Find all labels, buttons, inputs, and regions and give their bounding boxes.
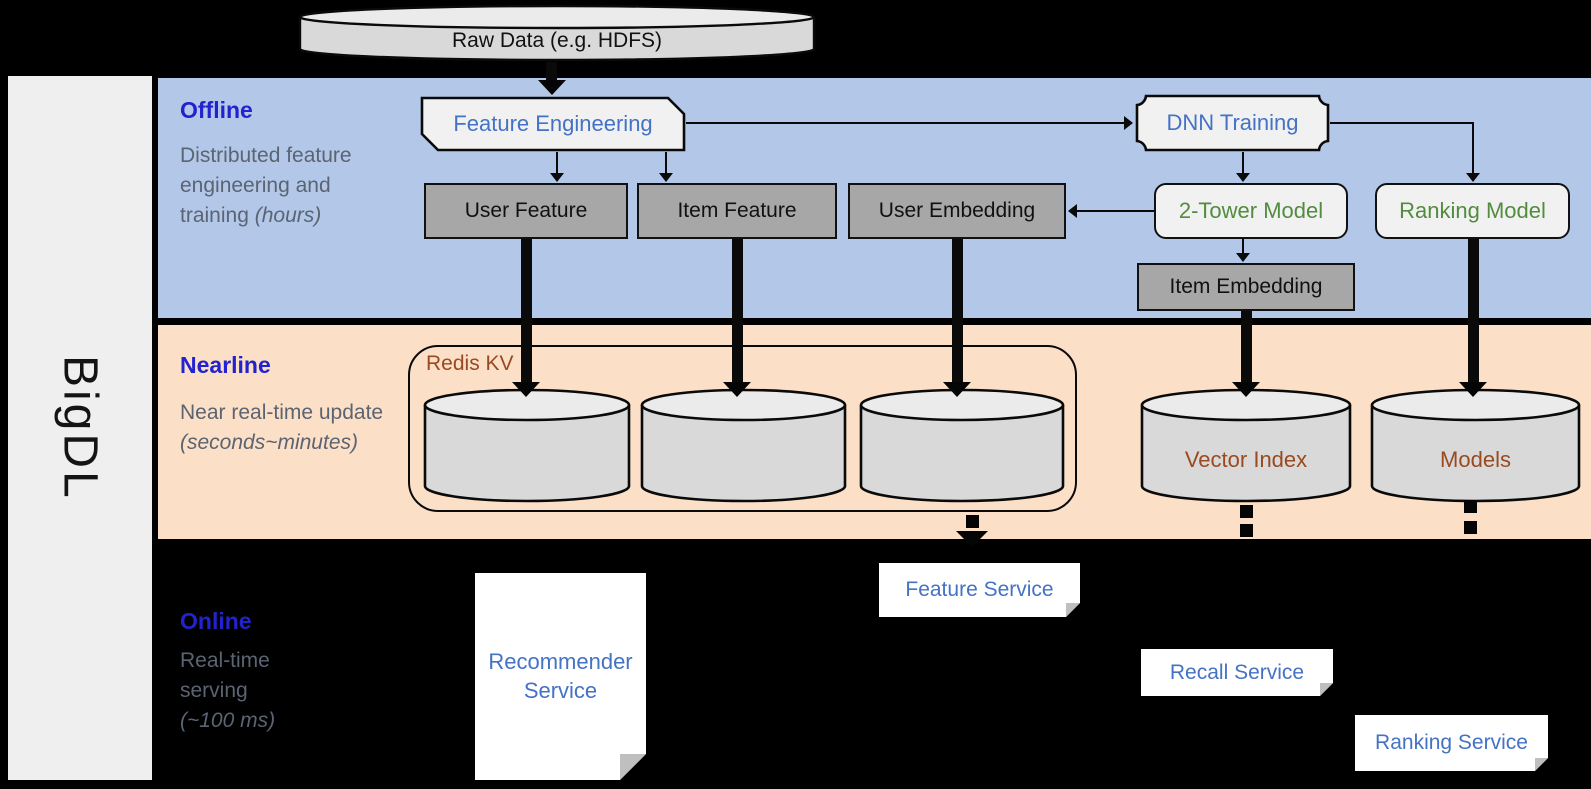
dashed-vectorindex-seg1 [1240, 505, 1253, 518]
arrow-dnn-to-twotower-head [1236, 173, 1250, 182]
arrow-itemfeature-to-redis [731, 239, 743, 384]
models-store: Models [1370, 388, 1581, 504]
online-description-italic: (~100 ms) [180, 708, 276, 732]
redis-cylinder-3 [859, 388, 1065, 504]
arrow-twotower-to-userembedding-head [1068, 204, 1077, 218]
redis-kv-container [408, 345, 1077, 512]
online-description-text: Real-time serving [180, 649, 270, 702]
arrow-twotower-to-itemembedding-head [1236, 253, 1250, 262]
arrow-fe-to-userfeature [555, 152, 559, 173]
item-feature-label: Item Feature [677, 199, 797, 222]
raw-data-store: Raw Data (e.g. HDFS) [298, 4, 816, 62]
dnn-training-label: DNN Training [1166, 110, 1299, 135]
vector-index-label: Vector Index [1184, 447, 1308, 472]
online-title: Online [180, 608, 252, 634]
feature-service-label: Feature Service [905, 578, 1054, 602]
arrow-dnn-to-rankingmodel-head [1466, 173, 1480, 182]
dashed-redis-to-featureservice-seg1 [966, 515, 979, 528]
redis-kv-label: Redis KV [426, 352, 514, 375]
ranking-model-label: Ranking Model [1399, 198, 1546, 223]
item-embedding-node: Item Embedding [1137, 263, 1355, 311]
arrow-dnn-to-rankingmodel-h [1330, 121, 1474, 125]
raw-data-cylinder-shape [298, 4, 816, 62]
offline-description: Distributed feature engineering and trai… [180, 141, 355, 230]
nearline-description-italic: (seconds~minutes) [180, 430, 358, 454]
arrow-userfeature-to-redis [520, 239, 532, 384]
user-feature-label: User Feature [464, 199, 588, 222]
arrow-fe-to-dnn [686, 121, 1124, 125]
arrow-rankingmodel-to-models-head [1459, 382, 1487, 397]
recall-service-node: Recall Service [1141, 649, 1333, 696]
online-description: Real-time serving (~100 ms) [180, 646, 310, 735]
ranking-model-node: Ranking Model [1375, 183, 1570, 239]
arrow-rawdata-to-fe [546, 62, 557, 82]
two-tower-model-label: 2-Tower Model [1178, 198, 1324, 223]
dashed-redis-to-featureservice-head [956, 531, 988, 547]
arrow-fe-to-dnn-head [1124, 116, 1133, 130]
recall-service-label: Recall Service [1169, 660, 1305, 684]
user-embedding-node: User Embedding [848, 183, 1066, 239]
raw-data-label: Raw Data (e.g. HDFS) [451, 29, 663, 52]
bigdl-sidebar: BigDL [8, 76, 152, 780]
arrow-twotower-to-userembedding [1077, 210, 1154, 213]
arrow-dnn-to-twotower [1241, 152, 1245, 173]
arrow-fe-to-itemfeature-head [659, 173, 673, 182]
dashed-models-seg1 [1464, 500, 1477, 513]
user-feature-node: User Feature [424, 183, 628, 239]
ranking-service-node: Ranking Service [1355, 715, 1548, 771]
arrow-itemembedding-to-vectorindex [1240, 311, 1252, 384]
redis-cylinder-2 [640, 388, 847, 504]
arrow-itemfeature-to-redis-head [723, 382, 751, 397]
offline-title: Offline [180, 97, 253, 123]
offline-description-text: Distributed feature engineering and trai… [180, 144, 352, 227]
item-embedding-label: Item Embedding [1169, 275, 1323, 298]
dnn-training-shape [1135, 94, 1330, 152]
recommender-service-label-line2: Service [523, 677, 598, 703]
redis-cylinder-1 [423, 388, 631, 504]
arrow-dnn-to-rankingmodel-v [1471, 121, 1474, 173]
models-label: Models [1440, 447, 1511, 472]
arrow-userfeature-to-redis-head [512, 382, 540, 397]
arrow-userembedding-to-redis [951, 239, 963, 384]
arrow-fe-to-itemfeature [664, 152, 668, 173]
offline-description-italic: (hours) [254, 203, 322, 227]
ranking-service-label: Ranking Service [1375, 731, 1528, 755]
recommender-service-label-line1: Recommender [488, 648, 633, 674]
nearline-description: Near real-time update (seconds~minutes) [180, 398, 395, 458]
nearline-description-text: Near real-time update [180, 401, 384, 424]
arrow-fe-to-userfeature-head [550, 173, 564, 182]
user-embedding-label: User Embedding [878, 199, 1036, 222]
two-tower-model-node: 2-Tower Model [1154, 183, 1348, 239]
feature-engineering-shape [420, 96, 686, 152]
bigdl-logo-text: BigDL [53, 355, 107, 501]
arrow-rankingmodel-to-models [1467, 239, 1479, 384]
arrow-itemembedding-to-vectorindex-head [1232, 382, 1260, 397]
dashed-models-seg2 [1464, 521, 1477, 534]
feature-engineering-label: Feature Engineering [453, 111, 653, 136]
item-feature-node: Item Feature [637, 183, 837, 239]
vector-index-store: Vector Index [1140, 388, 1352, 504]
arrow-twotower-to-itemembedding [1241, 239, 1245, 254]
dnn-training-node: DNN Training [1135, 94, 1330, 152]
nearline-title: Nearline [180, 352, 271, 378]
arrow-userembedding-to-redis-head [943, 382, 971, 397]
dashed-vectorindex-seg2 [1240, 524, 1253, 537]
arrow-rawdata-to-fe-head [538, 80, 566, 95]
feature-service-node: Feature Service [879, 563, 1080, 617]
feature-engineering-node: Feature Engineering [420, 96, 686, 152]
